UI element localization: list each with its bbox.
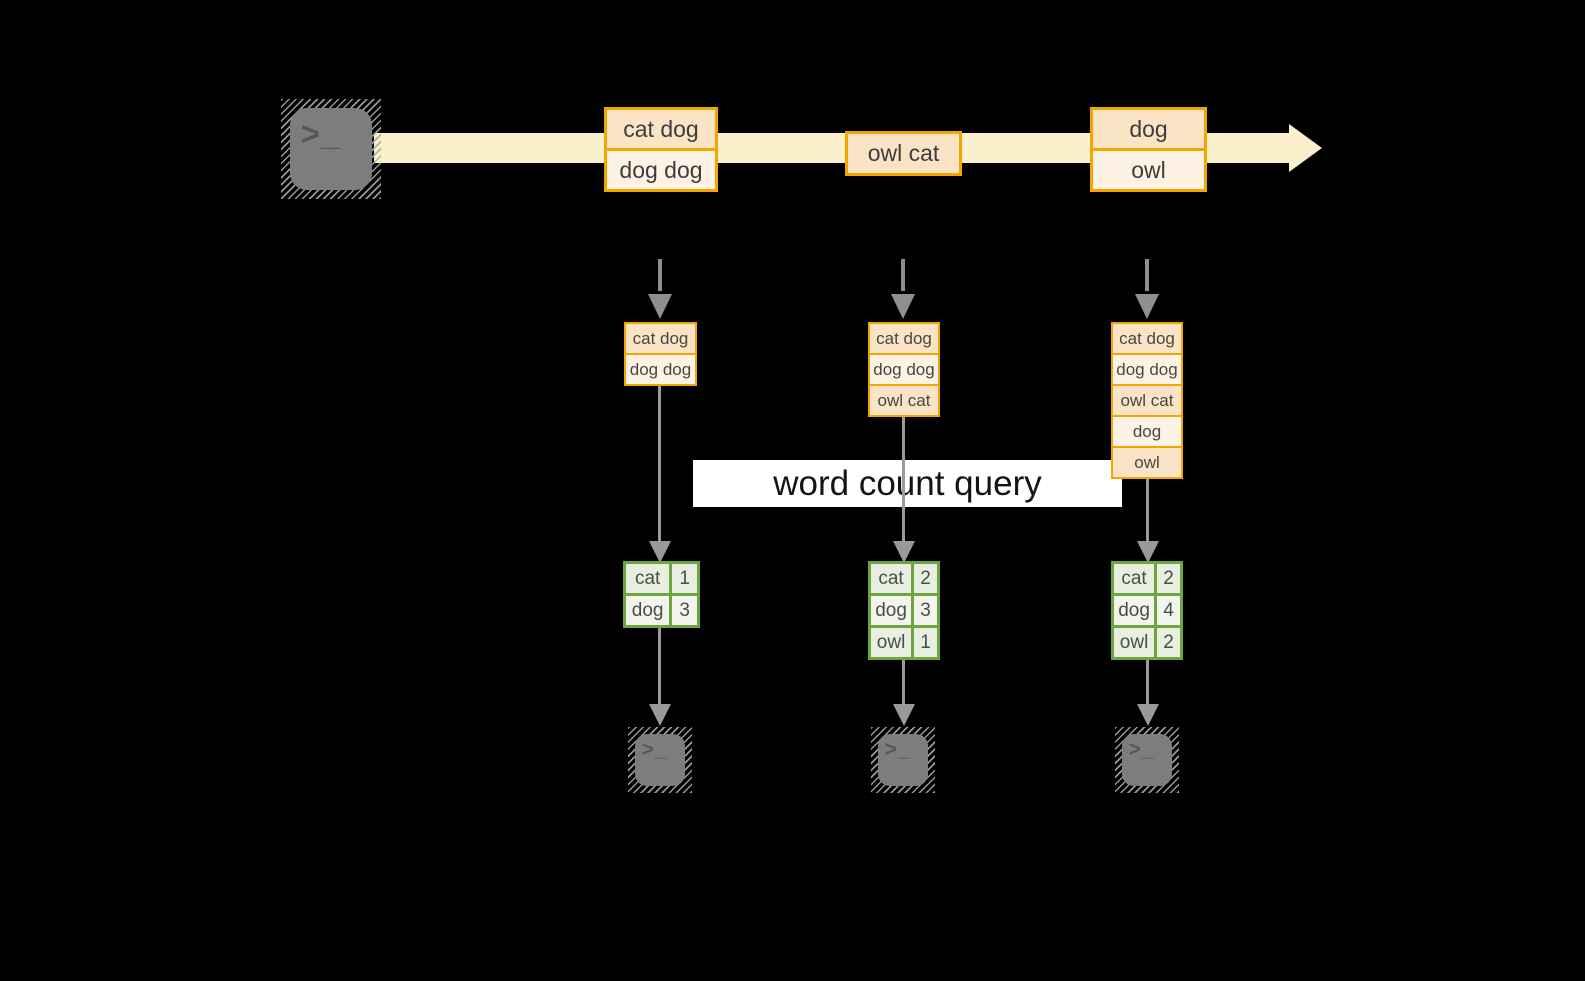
count-row: dog 3: [626, 596, 697, 625]
stream-event-1: cat dog dog dog: [604, 107, 718, 192]
stream-event-row: cat dog: [607, 110, 715, 148]
buffer-row: dog dog: [626, 355, 695, 384]
count-value-cell: 4: [1157, 596, 1180, 625]
terminal-prompt-icon: >_: [642, 738, 667, 762]
count-value-cell: 2: [1157, 564, 1180, 593]
terminal-underscore-icon: _: [320, 114, 340, 152]
stream-event-row: owl cat: [848, 134, 959, 173]
flow-line: [658, 628, 661, 704]
terminal-screen: >_: [878, 734, 928, 786]
flow-line: [902, 417, 905, 541]
buffer-stack-3: cat dog dog dog owl cat dog owl: [1111, 322, 1183, 479]
buffer-row: owl cat: [870, 386, 938, 415]
stream-event-2: owl cat: [845, 131, 962, 176]
terminal-prompt-icon: >_: [301, 115, 340, 153]
count-row: owl 2: [1114, 628, 1180, 657]
flow-arrowhead-icon: [893, 541, 915, 563]
terminal-prompt-icon: >_: [885, 738, 910, 762]
count-word-cell: cat: [626, 564, 670, 593]
stream-event-row: dog dog: [607, 151, 715, 189]
output-terminal-icon: >_: [1115, 727, 1179, 793]
terminal-screen: >_: [635, 734, 685, 786]
query-label: word count query: [693, 460, 1122, 507]
ingest-arrow-dash: [1145, 259, 1149, 291]
terminal-underscore-icon: _: [654, 738, 667, 762]
count-value-cell: 3: [672, 596, 697, 625]
count-word-cell: cat: [1114, 564, 1155, 593]
count-value-cell: 1: [672, 564, 697, 593]
stream-arrowhead-icon: [1289, 124, 1322, 172]
terminal-chevron-icon: >: [641, 738, 654, 762]
ingest-arrow-dash: [658, 259, 662, 291]
count-row: dog 4: [1114, 596, 1180, 625]
count-table-2: cat 2 dog 3 owl 1: [868, 561, 940, 660]
count-row: dog 3: [871, 596, 937, 625]
buffer-row: owl cat: [1113, 386, 1181, 415]
buffer-row: cat dog: [870, 324, 938, 353]
terminal-screen: >_: [1122, 734, 1172, 786]
count-word-cell: dog: [1114, 596, 1155, 625]
terminal-screen: >_: [290, 108, 372, 190]
terminal-underscore-icon: _: [897, 738, 910, 762]
buffer-row: dog dog: [870, 355, 938, 384]
count-word-cell: dog: [626, 596, 670, 625]
flow-arrowhead-icon: [893, 704, 915, 726]
terminal-chevron-icon: >: [884, 738, 897, 762]
count-value-cell: 3: [914, 596, 937, 625]
count-word-cell: dog: [871, 596, 912, 625]
count-row: cat 2: [871, 564, 937, 593]
buffer-row: dog: [1113, 417, 1181, 446]
flow-arrowhead-icon: [1137, 541, 1159, 563]
count-value-cell: 2: [1157, 628, 1180, 657]
ingest-arrowhead-icon: [1135, 294, 1159, 319]
count-value-cell: 1: [914, 628, 937, 657]
flow-line: [902, 660, 905, 704]
count-table-1: cat 1 dog 3: [623, 561, 700, 628]
source-terminal-icon: >_: [281, 99, 381, 199]
flow-arrowhead-icon: [649, 541, 671, 563]
buffer-row: owl: [1113, 448, 1181, 477]
count-row: cat 1: [626, 564, 697, 593]
buffer-stack-1: cat dog dog dog: [624, 322, 697, 386]
output-terminal-icon: >_: [628, 727, 692, 793]
count-value-cell: 2: [914, 564, 937, 593]
buffer-row: cat dog: [1113, 324, 1181, 353]
count-row: owl 1: [871, 628, 937, 657]
stream-event-row: owl: [1093, 151, 1204, 189]
terminal-chevron-icon: >: [300, 114, 320, 152]
flow-line: [1146, 660, 1149, 704]
terminal-underscore-icon: _: [1141, 738, 1154, 762]
ingest-arrowhead-icon: [891, 294, 915, 319]
flow-line: [1146, 479, 1149, 541]
buffer-row: dog dog: [1113, 355, 1181, 384]
stream-event-3: dog owl: [1090, 107, 1207, 192]
count-word-cell: cat: [871, 564, 912, 593]
terminal-chevron-icon: >: [1128, 738, 1141, 762]
count-table-3: cat 2 dog 4 owl 2: [1111, 561, 1183, 660]
count-word-cell: owl: [1114, 628, 1155, 657]
flow-arrowhead-icon: [649, 704, 671, 726]
stream-event-row: dog: [1093, 110, 1204, 148]
ingest-arrowhead-icon: [648, 294, 672, 319]
ingest-arrow-dash: [901, 259, 905, 291]
count-word-cell: owl: [871, 628, 912, 657]
flow-arrowhead-icon: [1137, 704, 1159, 726]
terminal-prompt-icon: >_: [1129, 738, 1154, 762]
buffer-stack-2: cat dog dog dog owl cat: [868, 322, 940, 417]
output-terminal-icon: >_: [871, 727, 935, 793]
flow-line: [658, 386, 661, 541]
buffer-row: cat dog: [626, 324, 695, 353]
count-row: cat 2: [1114, 564, 1180, 593]
